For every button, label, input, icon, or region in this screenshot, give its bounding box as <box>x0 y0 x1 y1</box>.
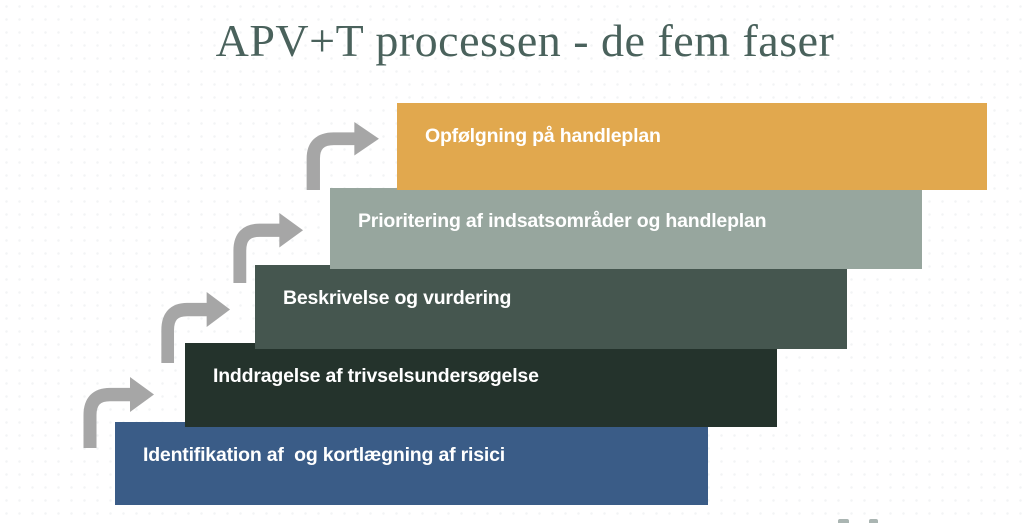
cropped-logo-fragment <box>838 519 849 523</box>
phase-label: Beskrivelse og vurdering <box>283 287 512 309</box>
step-up-arrow-icon <box>78 376 156 448</box>
step-up-arrow-icon <box>228 212 305 283</box>
phase-label: Inddragelse af trivselsundersøgelse <box>213 365 539 387</box>
phase-bar-beskrivelse: Beskrivelse og vurdering <box>255 265 847 349</box>
phase-bar-opfolgning: Opfølgning på handleplan <box>397 103 987 190</box>
phase-bar-inddragelse: Inddragelse af trivselsundersøgelse <box>185 343 777 427</box>
step-up-arrow-icon <box>301 121 381 190</box>
phase-label: Prioritering af indsatsområder og handle… <box>358 210 767 232</box>
phase-bar-identifikation: Identifikation af og kortlægning af risi… <box>115 422 708 505</box>
phase-label: Identifikation af og kortlægning af risi… <box>143 444 505 466</box>
phase-bar-prioritering: Prioritering af indsatsområder og handle… <box>330 188 922 269</box>
phase-label: Opfølgning på handleplan <box>425 125 661 147</box>
cropped-logo-fragment <box>869 519 878 523</box>
step-up-arrow-icon <box>156 291 232 363</box>
page-title: APV+T processen - de fem faser <box>215 15 835 66</box>
